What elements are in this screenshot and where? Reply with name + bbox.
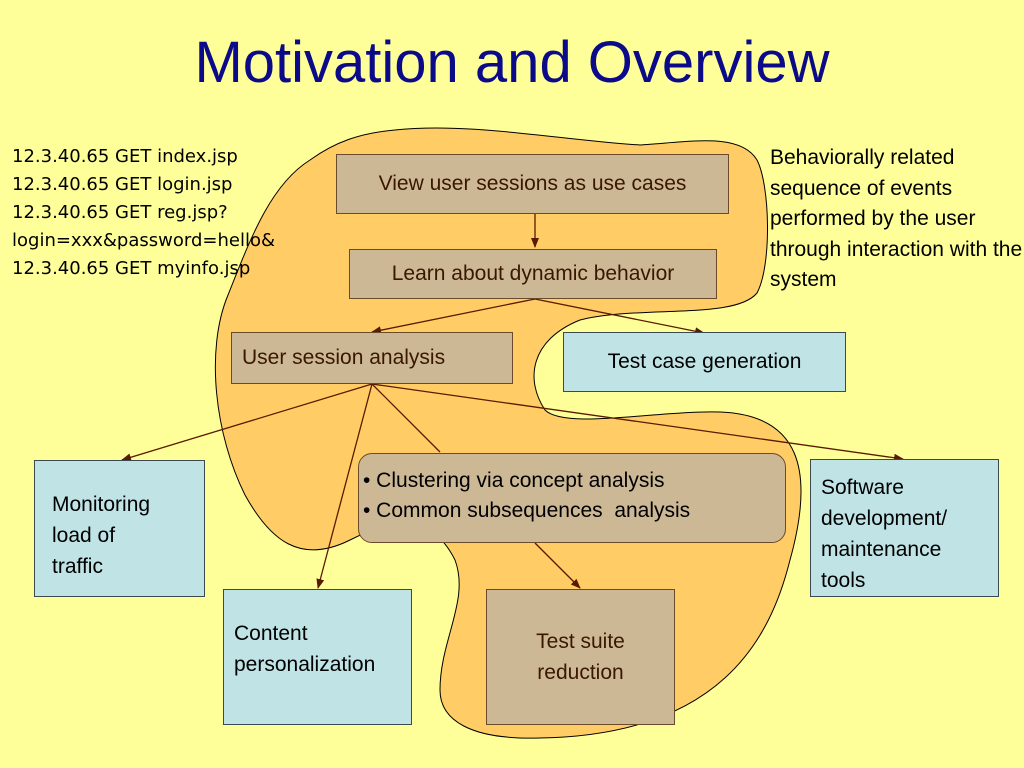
user-session-analysis-label: User session analysis	[242, 346, 446, 369]
software-line: maintenance	[821, 538, 942, 561]
access-log: 12.3.40.65 GET index.jsp 12.3.40.65 GET …	[12, 143, 275, 283]
software-tools-box: Software development/ maintenance tools	[810, 459, 999, 597]
learn-dynamic-behavior-label: Learn about dynamic behavior	[391, 262, 675, 285]
arrow-learn-to-tcg	[534, 298, 705, 336]
arrow-usa-to-content	[316, 383, 373, 589]
use-case-definition: Behaviorally related sequence of events …	[770, 146, 1023, 291]
test-suite-reduction-box: Test suite reduction	[486, 589, 675, 725]
monitoring-line: traffic	[52, 555, 103, 578]
test-case-generation-box: Test case generation	[563, 332, 846, 392]
suite-line: Test suite	[536, 630, 625, 653]
suite-line: reduction	[537, 661, 624, 684]
subsequences-bullet: • Common subsequences analysis	[363, 499, 691, 522]
log-line: 12.3.40.65 GET login.jsp	[12, 174, 233, 195]
monitoring-box: Monitoring load of traffic	[34, 460, 205, 597]
content-personalization-box: Content personalization	[223, 589, 412, 725]
clustering-bullet: • Clustering via concept analysis	[363, 469, 665, 492]
monitoring-line: load of	[52, 524, 116, 547]
content-line: personalization	[234, 653, 376, 676]
software-line: tools	[821, 569, 866, 592]
log-line: 12.3.40.65 GET index.jsp	[12, 146, 238, 167]
log-line: 12.3.40.65 GET myinfo.jsp	[12, 258, 251, 279]
user-session-analysis-box: User session analysis	[231, 332, 513, 384]
test-case-generation-label: Test case generation	[607, 350, 802, 373]
arrow-usa-to-software	[371, 383, 904, 462]
arrow-clustering-to-suite	[534, 542, 581, 589]
arrow-usa-to-clustering	[371, 383, 441, 453]
software-line: Software	[821, 476, 904, 499]
arrow-learn-to-usa	[371, 298, 536, 335]
log-line: login=xxx&password=hello&	[12, 230, 275, 251]
analysis-techniques-box: • Clustering via concept analysis • Comm…	[358, 453, 786, 543]
view-user-sessions-box: View user sessions as use cases	[336, 154, 729, 214]
content-line: Content	[234, 622, 308, 645]
arrow-usa-to-monitoring	[121, 383, 373, 462]
software-line: development/	[821, 507, 948, 530]
log-line: 12.3.40.65 GET reg.jsp?	[12, 202, 228, 223]
learn-dynamic-behavior-box: Learn about dynamic behavior	[349, 249, 717, 299]
view-user-sessions-label: View user sessions as use cases	[378, 172, 687, 195]
monitoring-line: Monitoring	[52, 493, 151, 516]
slide-title: Motivation and Overview	[194, 30, 830, 95]
